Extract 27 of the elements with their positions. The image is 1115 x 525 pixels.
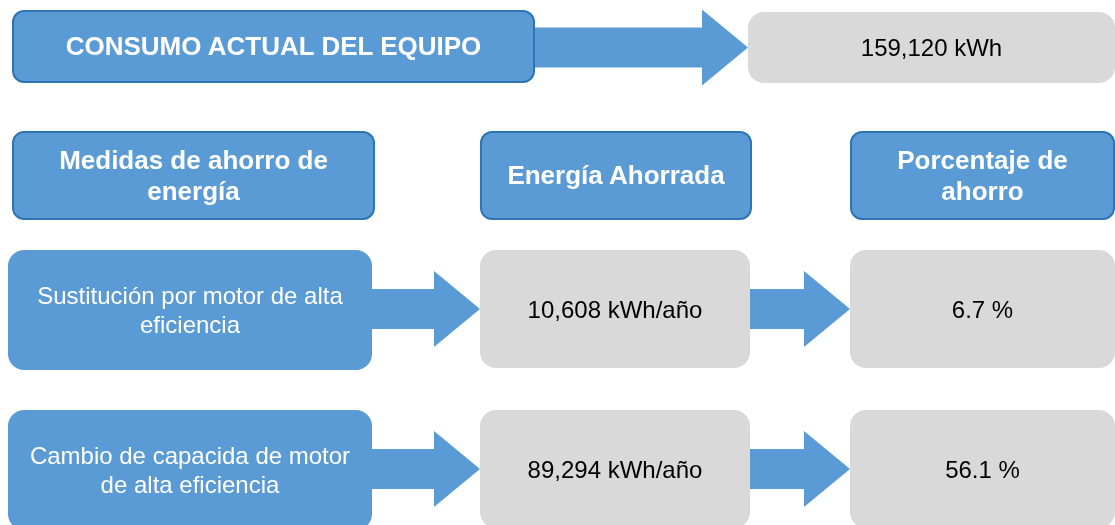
block-arrow — [535, 9, 748, 86]
value-box — [480, 250, 750, 368]
header-box — [850, 131, 1115, 220]
header-box — [12, 10, 535, 83]
value-text: 159,120 kWh — [860, 33, 1003, 62]
value-text: 89,294 kWh/año — [527, 454, 703, 484]
value-box — [850, 250, 1115, 368]
block-arrow — [750, 271, 850, 347]
header-text: CONSUMO ACTUAL DEL EQUIPO — [65, 31, 482, 62]
value-text: 56.1 % — [945, 454, 1020, 484]
measure-text: Sustitución por motor de alta eficiencia — [36, 281, 344, 339]
header-text: Medidas de ahorro de energía — [58, 144, 329, 207]
value-box — [850, 410, 1115, 525]
measure-box — [8, 250, 372, 370]
value-text: 10,608 kWh/año — [527, 294, 703, 324]
header-box — [480, 131, 752, 220]
block-arrow — [372, 431, 480, 507]
header-text: Energía Ahorrada — [507, 160, 725, 191]
value-box — [480, 410, 750, 525]
value-box — [748, 12, 1115, 83]
block-arrow — [750, 431, 850, 507]
header-box — [12, 131, 375, 220]
measure-text: Cambio de capacida de motor de alta eficiencia — [28, 441, 352, 499]
measure-box — [8, 410, 372, 525]
block-arrow — [372, 271, 480, 347]
header-text: Porcentaje de ahorro — [896, 144, 1069, 207]
value-text: 6.7 % — [951, 294, 1014, 324]
